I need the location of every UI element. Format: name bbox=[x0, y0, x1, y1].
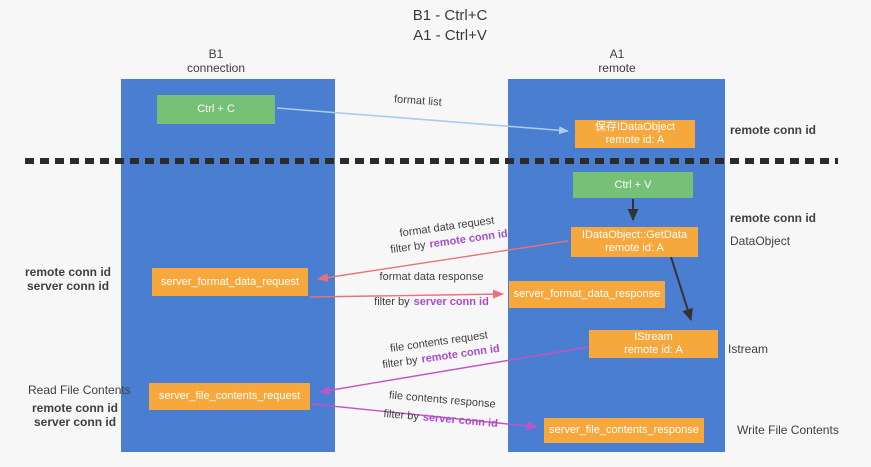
lifeline-a1-subtitle: remote bbox=[598, 61, 636, 75]
lifeline-b1-name: B1 bbox=[208, 47, 224, 61]
node-istream-line2: remote id: A bbox=[624, 344, 683, 356]
node-server-format-data-response-label: server_format_data_response bbox=[513, 288, 661, 300]
node-ctrl-v-label: Ctrl + V bbox=[614, 178, 652, 191]
lifeline-b1-subtitle: connection bbox=[186, 61, 246, 75]
left-server-conn-id-bottom: server conn id bbox=[34, 415, 117, 429]
server-conn-id-token: server conn id bbox=[413, 296, 489, 308]
right-dataobject-label: DataObject bbox=[730, 234, 791, 248]
node-server-file-contents-request-label: server_file_contents_request bbox=[158, 390, 301, 402]
node-ctrl-v: Ctrl + V bbox=[573, 172, 693, 198]
format-data-response-label: format data response bbox=[379, 271, 484, 283]
node-istream-line1: IStream bbox=[634, 331, 673, 343]
node-server-format-data-request-label: server_format_data_request bbox=[160, 275, 300, 288]
format-data-request-arrow bbox=[317, 240, 569, 282]
node-istream: IStream remote id: A bbox=[589, 330, 718, 358]
left-remote-conn-id-bottom: remote conn id bbox=[32, 401, 119, 415]
node-save-idataobject-line2: remote id: A bbox=[605, 134, 665, 146]
file-contents-request-arrow bbox=[319, 346, 589, 395]
title-line-2: A1 - Ctrl+V bbox=[413, 27, 487, 44]
node-server-format-data-response: server_format_data_response bbox=[509, 281, 665, 308]
node-ctrl-c-label: Ctrl + C bbox=[197, 103, 235, 115]
getdata-to-istream-arrow bbox=[670, 256, 693, 321]
left-remote-conn-id-top: remote conn id bbox=[25, 265, 112, 279]
right-istream-label: Istream bbox=[728, 342, 769, 356]
title-line-1: B1 - Ctrl+C bbox=[412, 7, 488, 24]
node-getdata-line2: remote id: A bbox=[605, 242, 664, 254]
right-remote-conn-id-top: remote conn id bbox=[730, 123, 817, 137]
node-server-file-contents-response-label: server_file_contents_response bbox=[549, 424, 699, 436]
node-save-idataobject-line1: 保存IDataObject bbox=[594, 121, 676, 133]
left-server-conn-id-top: server conn id bbox=[27, 279, 110, 293]
diagram-title: B1 - Ctrl+C A1 - Ctrl+V bbox=[335, 6, 565, 46]
node-idataobject-getdata: IDataObject::GetData remote id: A bbox=[571, 227, 698, 257]
file-contents-response-arrow bbox=[311, 403, 538, 431]
right-remote-conn-id-mid: remote conn id bbox=[730, 211, 817, 225]
filter-by-text: filter by bbox=[374, 296, 410, 308]
node-getdata-line1: IDataObject::GetData bbox=[581, 229, 688, 241]
right-write-file-contents-label: Write File Contents bbox=[737, 423, 839, 437]
node-save-idataobject: 保存IDataObject remote id: A bbox=[575, 120, 695, 148]
node-server-file-contents-response: server_file_contents_response bbox=[544, 418, 704, 443]
node-ctrl-c: Ctrl + C bbox=[157, 95, 275, 124]
dashed-separator-line bbox=[25, 158, 838, 164]
lifeline-a1-name: A1 bbox=[609, 47, 625, 61]
format-list-arrow bbox=[276, 107, 569, 135]
left-read-file-contents-label: Read File Contents bbox=[28, 383, 131, 397]
format-data-response-arrow bbox=[309, 289, 504, 299]
node-server-format-data-request: server_format_data_request bbox=[152, 268, 308, 296]
lifeline-header-b1: B1 connection bbox=[156, 47, 276, 75]
lifeline-header-a1: A1 remote bbox=[557, 47, 677, 75]
node-server-file-contents-request: server_file_contents_request bbox=[149, 383, 310, 410]
